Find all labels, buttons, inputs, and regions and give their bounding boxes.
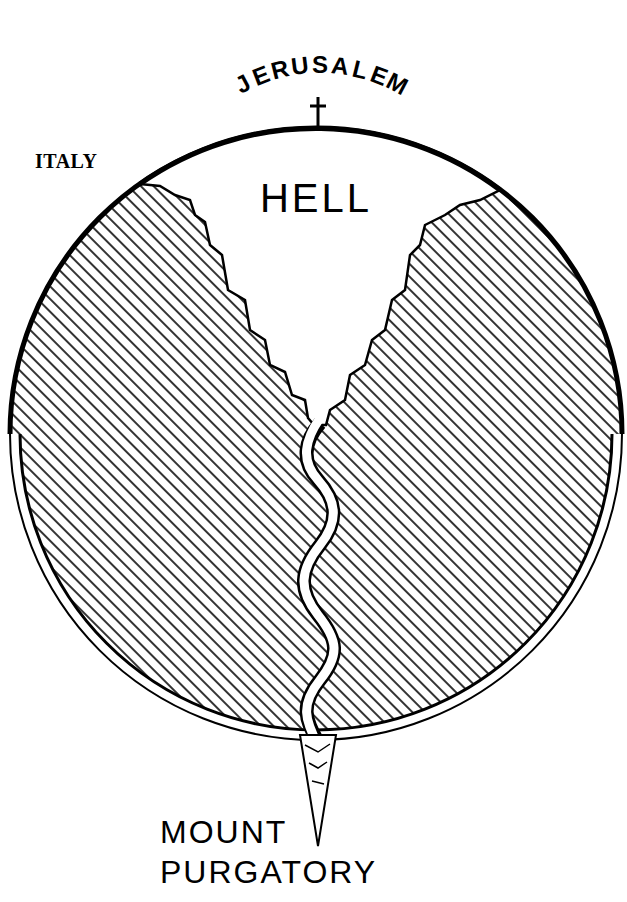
arc-letter: A <box>330 51 351 81</box>
cross-symbol <box>310 97 326 128</box>
place-label: MOUNT PURGATORY <box>160 812 460 892</box>
place-label: ITALY <box>35 150 145 173</box>
hell-cavity <box>140 128 500 425</box>
surface-arc <box>10 128 622 434</box>
mount-rock-lines <box>305 744 330 784</box>
arc-letter: S <box>312 51 328 79</box>
arc-letter: U <box>290 51 311 81</box>
passage <box>304 418 334 745</box>
arc-letter: L <box>349 55 370 86</box>
place-label: JERUSALEM <box>220 40 410 102</box>
region-label: HELL <box>216 176 416 221</box>
mount-purgatory-spike <box>300 735 336 846</box>
